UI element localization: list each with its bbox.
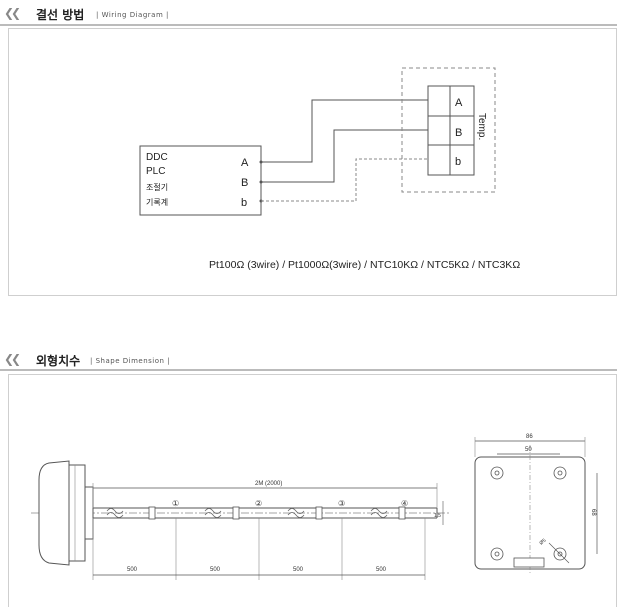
sensor-head-flange bbox=[84, 486, 94, 540]
segment-length-1: 500 bbox=[127, 567, 138, 573]
mounting-hole-center bbox=[494, 470, 500, 476]
controller-terminal-b-small: b bbox=[241, 197, 247, 209]
hole-dim-label: Ø5 bbox=[538, 538, 547, 547]
controller-label-ddc: DDC bbox=[146, 152, 168, 163]
wire-b-small bbox=[261, 158, 428, 202]
segment-length-4: 500 bbox=[376, 567, 387, 573]
box-height-label: 68 bbox=[590, 509, 596, 516]
wire-b bbox=[261, 129, 428, 183]
probe-joint bbox=[398, 506, 406, 520]
marker-4: ④ bbox=[401, 499, 408, 508]
controller-label-regulator: 조절기 bbox=[146, 183, 168, 192]
mounting-hole-center bbox=[557, 551, 563, 557]
shape-divider bbox=[0, 369, 617, 371]
box-inner-width-label: 50 bbox=[525, 447, 532, 453]
sensor-terminal-block-left bbox=[427, 85, 451, 176]
box-width-label: 86 bbox=[526, 434, 533, 440]
total-length-label: 2M (2000) bbox=[255, 481, 282, 487]
cable-break-mark bbox=[287, 508, 305, 518]
controller-label-plc: PLC bbox=[146, 166, 165, 177]
mounting-hole bbox=[553, 466, 567, 480]
sensor-enclosure bbox=[401, 67, 496, 193]
sensor-terminal-b: B bbox=[455, 127, 462, 139]
cable-break-mark bbox=[370, 508, 388, 518]
controller-terminal-b: B bbox=[241, 177, 248, 189]
probe-joint bbox=[232, 506, 240, 520]
wiring-divider bbox=[0, 24, 617, 26]
wiring-diagram: DDC PLC 조절기 기록계 A B b A B b Temp. Pt100Ω… bbox=[139, 67, 520, 271]
double-chevron-icon: ❮❮ bbox=[4, 6, 21, 20]
sensor-label: Temp. bbox=[476, 113, 487, 140]
sensor-head-body bbox=[68, 464, 86, 562]
mounting-hole bbox=[553, 547, 567, 561]
controller-label-recorder: 기록계 bbox=[146, 197, 168, 207]
probe-joint bbox=[148, 506, 156, 520]
sensor-spec-line: Pt100Ω (3wire) / Pt1000Ω(3wire) / NTC10K… bbox=[209, 259, 520, 271]
marker-1: ① bbox=[172, 499, 179, 508]
sensor-head-cap bbox=[38, 460, 70, 566]
sensor-terminal-b-small: b bbox=[455, 156, 461, 168]
mounting-hole bbox=[490, 466, 504, 480]
sensor-terminal-block-right bbox=[449, 85, 475, 176]
marker-3: ③ bbox=[338, 499, 345, 508]
wiring-diagram-panel: DDC PLC 조절기 기록계 A B b A B b Temp. Pt100Ω… bbox=[8, 28, 617, 296]
mounting-hole bbox=[490, 547, 504, 561]
tip-dim-label: 1.5 bbox=[434, 513, 441, 519]
cable-break-mark bbox=[106, 508, 124, 518]
shape-section-subtitle: | Shape Dimension | bbox=[90, 357, 171, 365]
wiring-section-subtitle: | Wiring Diagram | bbox=[96, 11, 169, 19]
double-chevron-icon: ❮❮ bbox=[4, 352, 21, 366]
cable-break-mark bbox=[204, 508, 222, 518]
hole-callout-line bbox=[548, 542, 570, 564]
mounting-hole-center bbox=[557, 470, 563, 476]
controller-terminal-a: A bbox=[241, 157, 249, 169]
shape-diagram-panel: 2M (2000) ① ② ③ ④ 1.5 500 500 500 500 bbox=[8, 374, 617, 607]
wiring-section-title: 결선 방법 bbox=[36, 8, 85, 22]
probe-joint bbox=[315, 506, 323, 520]
wire-a bbox=[261, 99, 428, 163]
mounting-hole-center bbox=[494, 551, 500, 557]
segment-length-2: 500 bbox=[210, 567, 221, 573]
shape-dimension-diagram: 2M (2000) ① ② ③ ④ 1.5 500 500 500 500 bbox=[31, 434, 598, 580]
controller-box bbox=[139, 145, 262, 216]
shape-section-title: 외형치수 bbox=[36, 354, 81, 368]
housing-cable-port bbox=[513, 557, 545, 568]
segment-length-3: 500 bbox=[293, 567, 304, 573]
sensor-terminal-a: A bbox=[455, 97, 463, 109]
marker-2: ② bbox=[255, 499, 262, 508]
